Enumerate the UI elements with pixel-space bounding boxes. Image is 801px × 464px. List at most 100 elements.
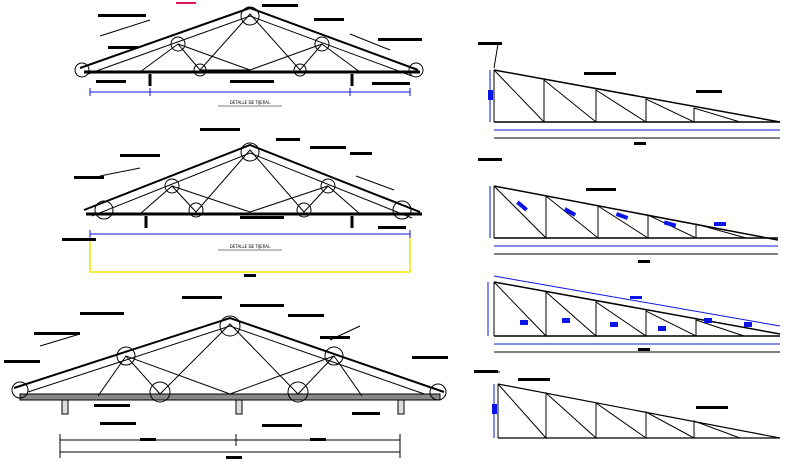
truss-b-leader bbox=[99, 167, 141, 177]
label-block bbox=[262, 4, 298, 7]
truss-c-support-circle bbox=[11, 381, 29, 399]
label-block bbox=[200, 128, 240, 131]
member-tag bbox=[615, 212, 629, 220]
truss-b-leader bbox=[355, 175, 395, 191]
truss-c-web-diag-right bbox=[229, 355, 335, 395]
member-tag bbox=[663, 220, 677, 228]
label-block bbox=[696, 406, 728, 409]
label-block bbox=[288, 314, 324, 317]
half-2-web-members bbox=[493, 185, 747, 240]
label-block bbox=[98, 14, 146, 17]
truss-a-node-circle bbox=[314, 36, 330, 52]
label-block bbox=[244, 274, 256, 277]
truss-a-node-circle bbox=[170, 36, 186, 52]
member-tag bbox=[562, 318, 570, 323]
half-3-top-chord bbox=[493, 281, 781, 335]
truss-c-top-chord bbox=[13, 316, 445, 393]
dim-mark bbox=[492, 404, 497, 414]
half-2-labels bbox=[478, 158, 726, 263]
label-block bbox=[352, 412, 380, 415]
label-block bbox=[230, 80, 274, 83]
label-block bbox=[240, 216, 284, 219]
truss-a-labels bbox=[96, 4, 422, 85]
member-tag bbox=[704, 318, 712, 323]
truss-a-support-circle bbox=[408, 62, 424, 78]
label-block bbox=[74, 176, 104, 179]
label-block bbox=[4, 360, 40, 363]
member-tag bbox=[610, 322, 618, 327]
label-block bbox=[140, 438, 156, 441]
truss-a-node-circle bbox=[193, 63, 207, 77]
label-block bbox=[62, 238, 96, 241]
member-tag bbox=[714, 222, 726, 226]
truss-b-node-circle bbox=[296, 202, 312, 218]
truss-c-node-circle bbox=[116, 346, 136, 366]
label-block bbox=[310, 438, 326, 441]
label-block bbox=[226, 456, 242, 459]
member-tag bbox=[563, 207, 577, 217]
truss-c-leader bbox=[39, 333, 81, 347]
label-block bbox=[96, 80, 126, 83]
label-block bbox=[350, 152, 372, 155]
label-block bbox=[182, 296, 222, 299]
half-4-labels bbox=[474, 370, 728, 414]
label-block bbox=[276, 138, 300, 141]
truss-a-node-circle bbox=[293, 63, 307, 77]
label-block bbox=[638, 260, 650, 263]
truss-c-node-circle bbox=[149, 381, 171, 403]
roof-truss-detail-c bbox=[11, 315, 447, 458]
member-tag bbox=[744, 322, 752, 327]
truss-c-post bbox=[235, 399, 243, 415]
half-2-top-chord bbox=[493, 185, 779, 241]
member-tag bbox=[658, 326, 666, 331]
label-block bbox=[240, 304, 284, 307]
label-block bbox=[80, 312, 124, 315]
label-block bbox=[474, 370, 498, 373]
truss-a-caption: DETALLE DE TIJERAL bbox=[230, 100, 271, 105]
truss-a-web-diag-right bbox=[249, 43, 323, 71]
truss-b-labels bbox=[62, 128, 406, 277]
truss-c-bottom-chord bbox=[19, 393, 441, 401]
label-block bbox=[412, 356, 448, 359]
half-1-top-chord bbox=[493, 69, 781, 123]
truss-c-post bbox=[397, 399, 405, 415]
label-block bbox=[378, 38, 422, 41]
label-block bbox=[108, 46, 138, 49]
truss-b-support-circle bbox=[392, 200, 412, 220]
truss-c-top-chord-inner bbox=[27, 325, 431, 397]
truss-b-node-circle bbox=[188, 202, 204, 218]
truss-a-web-diag-left bbox=[177, 43, 251, 71]
half-3-slope-dim bbox=[493, 275, 781, 327]
truss-a-leader bbox=[349, 33, 391, 51]
member-tag bbox=[520, 320, 528, 325]
truss-c-post bbox=[61, 399, 69, 415]
member-tag bbox=[516, 200, 528, 212]
half-4-top-chord bbox=[497, 383, 781, 439]
truss-b-web-diag-left bbox=[171, 185, 251, 213]
label-block bbox=[696, 90, 722, 93]
half-1-labels bbox=[478, 42, 722, 145]
label-block bbox=[518, 378, 550, 381]
half-1-leader bbox=[493, 43, 499, 69]
label-block bbox=[320, 336, 350, 339]
truss-b-node-circle bbox=[320, 178, 336, 194]
half-3-labels bbox=[520, 296, 752, 351]
truss-b-top-chord bbox=[83, 143, 421, 213]
label-block bbox=[638, 348, 650, 351]
truss-c-labels bbox=[4, 296, 448, 459]
truss-b-node-circle bbox=[164, 178, 180, 194]
label-block bbox=[34, 332, 80, 335]
half-1-web-members bbox=[493, 69, 741, 124]
label-block bbox=[478, 158, 502, 161]
half-3-web-members bbox=[493, 281, 745, 338]
truss-c-node-circle bbox=[287, 381, 309, 403]
half-truss-elevation-4 bbox=[480, 371, 781, 440]
truss-b-web-diag-right bbox=[249, 185, 329, 213]
truss-a-apex-detail-circle bbox=[240, 6, 260, 26]
truss-b-apex-detail-circle bbox=[240, 142, 260, 162]
truss-c-web-diag-left bbox=[125, 355, 231, 395]
truss-b-span-line bbox=[89, 238, 411, 273]
label-block bbox=[314, 18, 344, 21]
truss-c-support-circle bbox=[429, 383, 447, 401]
half-truss-elevation-3 bbox=[487, 275, 781, 353]
